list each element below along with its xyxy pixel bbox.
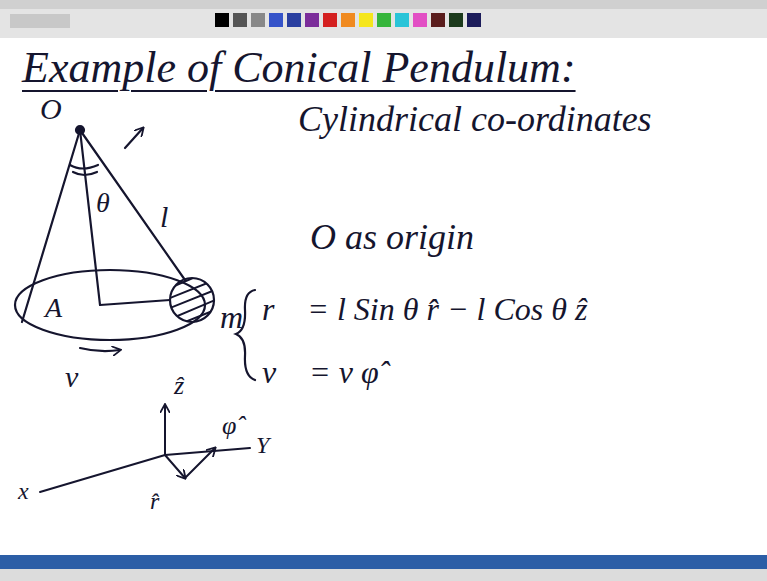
- menu-bar: [0, 0, 767, 9]
- point-label: O: [40, 92, 62, 125]
- color-swatches: [10, 13, 481, 28]
- point-label: A: [45, 293, 62, 324]
- velocity-label: v: [65, 360, 78, 393]
- cone-figure: [15, 126, 255, 380]
- mass-label: m: [220, 300, 243, 335]
- unit-vector-label: φ̂: [222, 412, 236, 441]
- heading-note: Cylindrical co-ordinates: [298, 100, 652, 140]
- axis-label: x: [18, 478, 29, 504]
- window-edge: [0, 569, 767, 581]
- coordinate-axes: [40, 405, 250, 492]
- length-label: l: [160, 200, 168, 233]
- angle-label: θ: [96, 188, 110, 219]
- velocity-equation: v⃗ = v φ̂: [262, 355, 379, 390]
- unit-vector-label: ẑ: [174, 372, 184, 401]
- note: O as origin: [310, 218, 474, 258]
- axis-label: Y: [256, 432, 269, 458]
- toolbar: [0, 0, 767, 38]
- position-equation: r⃗ = l Sin θ r̂ − l Cos θ ẑ: [262, 292, 587, 327]
- status-bar: [0, 555, 767, 569]
- unit-vector-label: r̂: [150, 488, 159, 514]
- slide-title: Example of Conical Pendulum:: [22, 44, 576, 92]
